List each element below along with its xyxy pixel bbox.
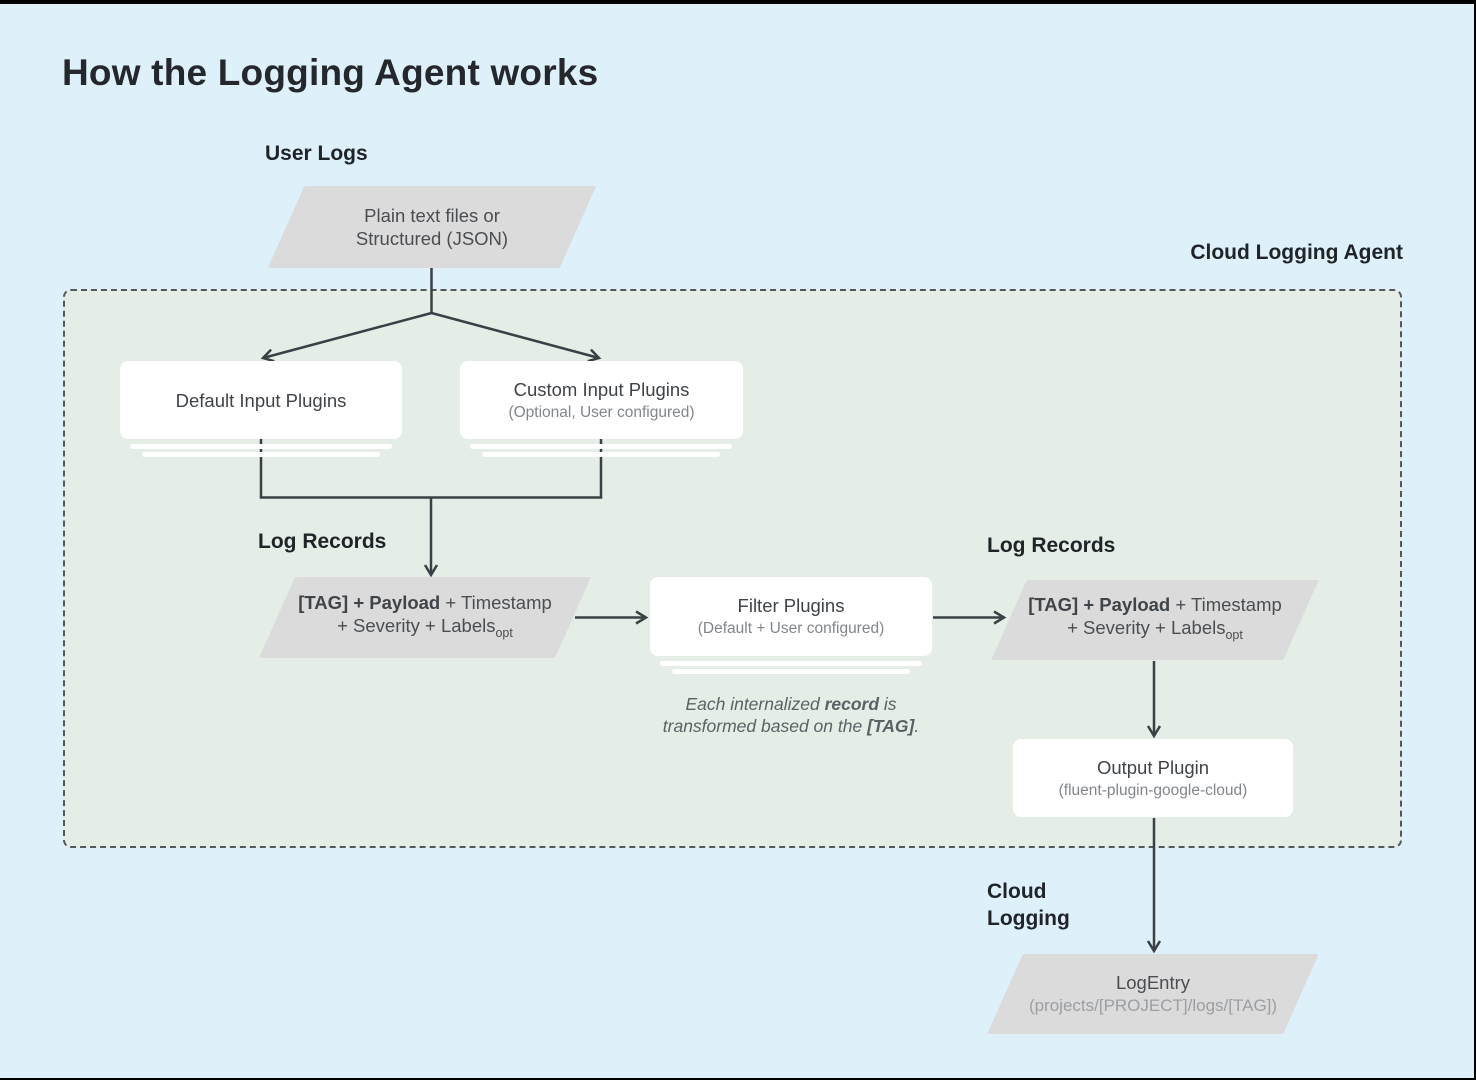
- note-text: Each internalized: [685, 694, 825, 714]
- user-logs-label: User Logs: [265, 142, 368, 165]
- transform-note-line1: Each internalized record is: [631, 693, 951, 715]
- log-record-right-line2: + Severity + Labelsopt: [1067, 616, 1243, 647]
- connector-split-right: [431, 311, 602, 363]
- cloud-logging-label-line1: Cloud: [987, 880, 1047, 903]
- log-record-right-line2-text: + Severity + Labels: [1067, 617, 1226, 638]
- custom-input-plugins-node: Custom Input Plugins (Optional, User con…: [460, 361, 743, 439]
- output-plugin-subtitle: (fluent-plugin-google-cloud): [1058, 781, 1248, 799]
- note-text: is: [879, 694, 897, 714]
- stack-line: [470, 444, 732, 449]
- note-text: .: [914, 716, 920, 736]
- note-text: transformed based on the: [662, 716, 868, 736]
- log-record-left-line2: + Severity + Labelsopt: [337, 614, 513, 645]
- frame-bottom: [0, 1078, 1476, 1080]
- frame-right: [1474, 0, 1476, 1080]
- page-title: How the Logging Agent works: [62, 52, 599, 93]
- log-record-left-line1: [TAG] + Payload + Timestamp: [298, 591, 552, 614]
- default-input-plugins-node: Default Input Plugins: [120, 361, 402, 439]
- stack-line: [142, 452, 380, 457]
- user-input-line2: Structured (JSON): [355, 228, 509, 249]
- default-input-plugins-title: Default Input Plugins: [175, 389, 347, 411]
- log-records-label-right: Log Records: [987, 534, 1116, 557]
- filter-plugins-subtitle: (Default + User configured): [697, 620, 885, 637]
- output-plugin-title: Output Plugin: [1096, 756, 1210, 778]
- note-bold: [TAG]: [867, 716, 915, 736]
- note-bold: record: [824, 694, 880, 714]
- log-record-left-line2-text: + Severity + Labels: [337, 614, 496, 636]
- custom-input-plugins-subtitle: (Optional, User configured): [508, 403, 695, 421]
- log-record-right-bold: [TAG] + Payload: [1028, 594, 1171, 615]
- user-input-parallelogram: Plain text files or Structured (JSON): [267, 186, 597, 268]
- cloud-logging-label-line2: Logging: [987, 907, 1070, 930]
- stack-line: [660, 661, 922, 666]
- output-plugin-node: Output Plugin (fluent-plugin-google-clou…: [1013, 739, 1293, 817]
- log-record-left-bold: [TAG] + Payload: [298, 591, 441, 613]
- connector-split-left: [260, 311, 432, 363]
- log-record-right-subscript: opt: [1225, 628, 1243, 642]
- log-entry-title: LogEntry: [1115, 972, 1191, 993]
- stack-line: [672, 669, 910, 674]
- user-input-line1: Plain text files or: [364, 205, 500, 226]
- log-record-right-line1: [TAG] + Payload + Timestamp: [1028, 593, 1282, 616]
- log-record-left-subscript: opt: [495, 625, 513, 640]
- log-entry-subtitle: (projects/[PROJECT]/logs/[TAG]): [1028, 996, 1278, 1015]
- filter-plugins-node: Filter Plugins (Default + User configure…: [650, 577, 932, 656]
- cloud-logging-label: Cloud Logging: [987, 878, 1070, 932]
- log-record-left-rest: + Timestamp: [440, 591, 552, 613]
- transform-note-line2: transformed based on the [TAG].: [631, 715, 951, 737]
- log-records-label-left: Log Records: [258, 530, 387, 553]
- filter-plugins-title: Filter Plugins: [737, 595, 845, 616]
- stack-line: [482, 452, 720, 457]
- cloud-logging-agent-label: Cloud Logging Agent: [1190, 241, 1403, 264]
- log-record-right-rest: + Timestamp: [1170, 594, 1282, 615]
- frame-top: [0, 0, 1476, 4]
- transform-note: Each internalized record is transformed …: [631, 693, 951, 737]
- log-entry-parallelogram: LogEntry (projects/[PROJECT]/logs/[TAG]): [987, 954, 1319, 1034]
- log-record-parallelogram-right: [TAG] + Payload + Timestamp + Severity +…: [991, 580, 1319, 660]
- log-record-parallelogram-left: [TAG] + Payload + Timestamp + Severity +…: [258, 577, 592, 658]
- custom-input-plugins-title: Custom Input Plugins: [513, 378, 690, 400]
- stack-line: [130, 444, 392, 449]
